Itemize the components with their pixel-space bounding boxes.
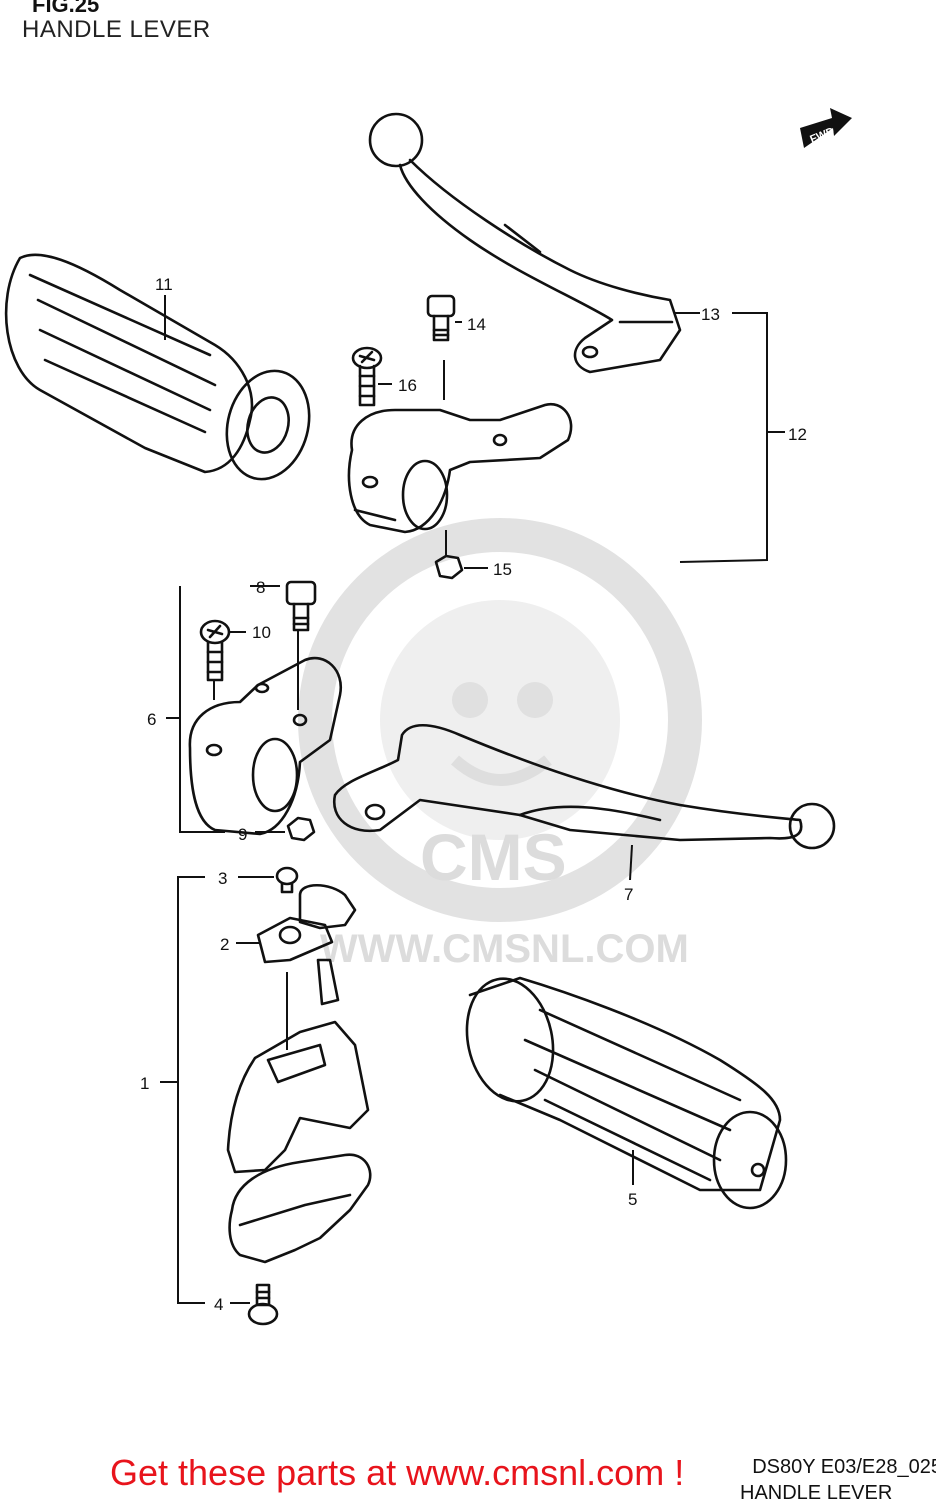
drawing-code: DS80Y E03/E28_025 [752,1456,936,1478]
callout-labels: 11 13 12 14 16 15 8 10 6 9 7 3 2 1 5 4 [140,275,807,1314]
part-6-clutch-lever-holder [188,656,343,836]
part-7-clutch-lever [332,724,836,850]
part-11-left-grip [4,253,311,481]
figure-number: FIG.25 [32,0,100,17]
part-13-choke-lever [368,112,682,374]
callout-11: 11 [155,275,173,294]
part-16-screw [351,346,383,407]
figure-title: HANDLE LEVER [22,16,211,43]
part-1-switch-assembly [226,1020,372,1264]
watermark-url: WWW.CMSNL.COM [320,927,689,971]
part-15-nut [434,554,464,580]
callout-1: 1 [140,1074,149,1093]
callout-3: 3 [218,869,227,888]
part-5-right-grip [465,976,788,1210]
forward-direction-arrow-icon: FWD [800,108,852,148]
part-3-screw [275,866,299,894]
part-10-screw [199,619,231,682]
leader-lines [160,295,785,1304]
callout-14: 14 [467,315,486,334]
callout-2: 2 [220,935,229,954]
watermark-brand: CMS [420,820,567,894]
callout-16: 16 [398,376,417,395]
drawing-code-title: HANDLE LEVER [740,1482,893,1504]
callout-4: 4 [214,1295,223,1314]
callout-5: 5 [628,1190,637,1209]
callout-10: 10 [252,623,271,642]
callout-8: 8 [256,578,265,597]
callout-9: 9 [238,825,247,844]
callout-13: 13 [701,305,720,324]
part-12-lever-holder [347,402,573,534]
callout-12: 12 [788,425,807,444]
callout-6: 6 [147,710,156,729]
cms-watermark: CMS WWW.CMSNL.COM [298,518,702,971]
part-9-nut [286,816,316,842]
promo-link[interactable]: Get these parts at www.cmsnl.com ! [110,1452,685,1493]
part-4-screw [247,1283,279,1326]
part-8-pivot-bolt [285,580,317,632]
part-2-cable-clamp [256,883,357,1006]
part-14-pivot-bolt [426,294,456,342]
callout-7: 7 [624,885,633,904]
callout-15: 15 [493,560,512,579]
